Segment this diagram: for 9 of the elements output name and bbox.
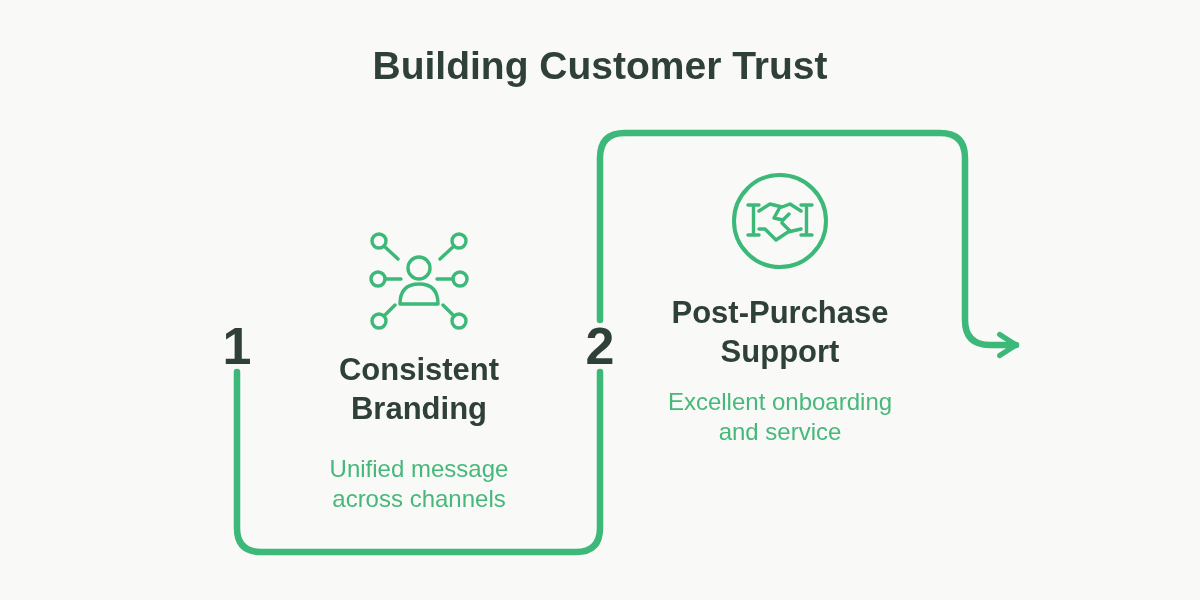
arrow bbox=[596, 129, 1020, 359]
step-number: 1 bbox=[222, 320, 252, 372]
step-title: Post-Purchase Support bbox=[670, 294, 890, 371]
step-number: 2 bbox=[585, 320, 615, 372]
step-description: Excellent onboarding and service bbox=[666, 387, 894, 447]
step-description: Unified message across channels bbox=[328, 454, 510, 514]
diagram-title: Building Customer Trust bbox=[372, 43, 828, 89]
connector-line bbox=[233, 368, 604, 556]
step-title: Consistent Branding bbox=[337, 351, 501, 428]
